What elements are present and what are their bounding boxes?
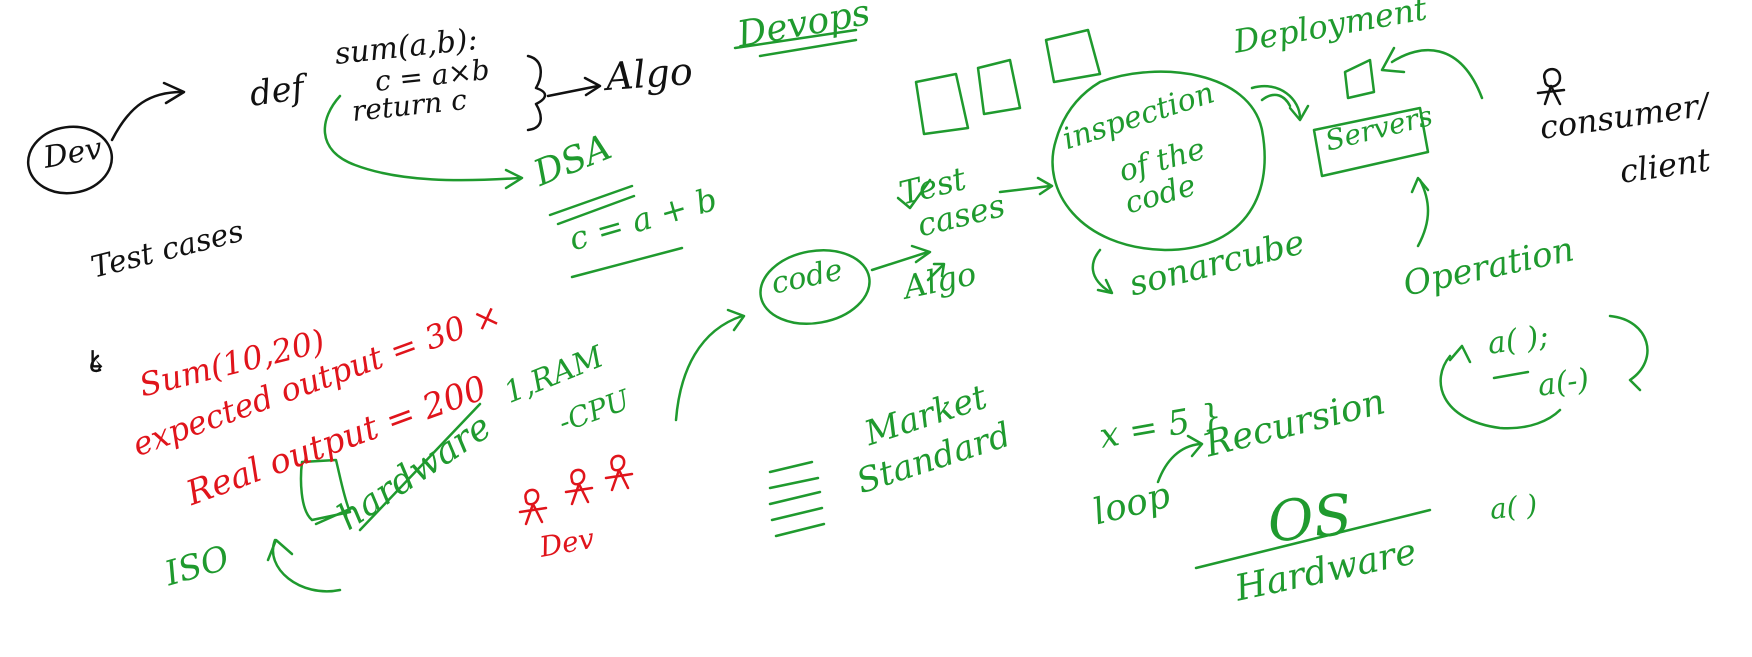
algo-up-arrow bbox=[926, 264, 944, 282]
a-call-1: a( ); bbox=[1485, 318, 1551, 362]
code-circle bbox=[759, 249, 871, 325]
person-icon bbox=[564, 468, 594, 506]
a-call-2: a(-) bbox=[1535, 362, 1592, 404]
algo-arrow-icon bbox=[546, 84, 600, 98]
recursion-loop-left bbox=[1439, 354, 1562, 430]
os-divider bbox=[1194, 508, 1432, 570]
person-icon bbox=[604, 454, 634, 492]
recursion-loop-right bbox=[1608, 314, 1649, 392]
return-to-dsa-arrow bbox=[323, 94, 522, 182]
server-small-box bbox=[1343, 58, 1376, 100]
dev-arrow-icon bbox=[110, 90, 184, 142]
hardware-underline bbox=[358, 402, 482, 532]
devops-underline2 bbox=[758, 38, 858, 58]
def-keyword: def bbox=[247, 67, 307, 115]
box-1 bbox=[914, 72, 970, 136]
server-box-icon bbox=[1312, 106, 1430, 178]
inspection-arrow-right bbox=[1260, 93, 1292, 108]
loop-to-recursion-arrow bbox=[1156, 442, 1202, 484]
dsa-underline2 bbox=[556, 194, 636, 226]
operation-arrow bbox=[1416, 178, 1430, 248]
code-to-test-arrow bbox=[870, 250, 930, 272]
person-icon bbox=[518, 488, 548, 526]
sonarcube-arrow bbox=[1091, 248, 1112, 294]
client-to-server-arrow bbox=[1390, 49, 1484, 100]
hardware-box bbox=[299, 458, 352, 522]
algo-arrow-head bbox=[583, 76, 602, 97]
brace-right bbox=[526, 54, 547, 132]
algo-label: Algo bbox=[604, 48, 695, 99]
inspection-circle bbox=[1051, 70, 1266, 252]
bullet-arrow: ↳ bbox=[84, 345, 110, 380]
box-3 bbox=[1044, 28, 1102, 84]
hook-arrow-icon bbox=[90, 354, 102, 373]
a-call-3: a( ) bbox=[1488, 488, 1539, 526]
person-icon bbox=[1536, 68, 1566, 106]
box-2 bbox=[976, 58, 1022, 116]
devops-underline bbox=[733, 28, 858, 50]
stacked-lines-icon bbox=[768, 460, 826, 538]
test-to-inspection-arrow bbox=[998, 184, 1052, 194]
dev-circle bbox=[26, 125, 114, 195]
dev-arrow-head bbox=[162, 81, 186, 105]
hardware-line bbox=[314, 506, 354, 526]
c-eq-underline bbox=[570, 246, 684, 279]
a-call-arrow bbox=[1492, 370, 1530, 380]
code-up-arrow bbox=[674, 314, 744, 422]
deployment-arrow bbox=[1250, 85, 1302, 120]
check-mark bbox=[896, 178, 932, 210]
dsa-underline bbox=[548, 184, 634, 217]
os-label: OS bbox=[1264, 482, 1356, 556]
